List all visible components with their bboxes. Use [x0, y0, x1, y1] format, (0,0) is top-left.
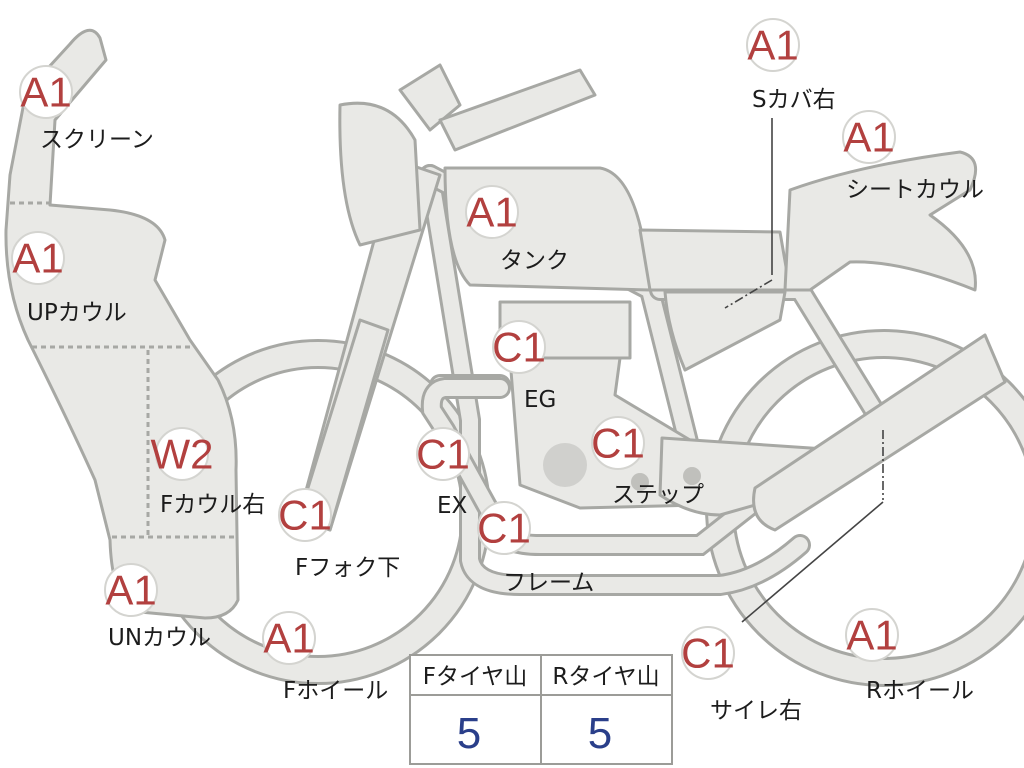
svg-text:A1: A1 [843, 114, 894, 161]
svg-text:C1: C1 [492, 324, 546, 371]
svg-text:C1: C1 [477, 505, 531, 552]
cowl-seams [10, 201, 235, 539]
grade-badge-seat-cowl: A1 [842, 110, 896, 164]
grade-badge-engine: C1 [492, 320, 546, 374]
exhaust-pipe [420, 377, 781, 556]
label-frame: フレーム [503, 570, 594, 596]
grade-badge-f-fork-lower: C1 [278, 488, 332, 542]
grade-badge-un-cowl: A1 [104, 563, 158, 617]
grade-badge-screen: A1 [19, 65, 73, 119]
svg-text:C1: C1 [681, 630, 735, 677]
tire-tread-table: Fタイヤ山 Rタイヤ山 5 5 [409, 654, 673, 765]
front-tread-value: 5 [457, 709, 481, 758]
svg-text:A1: A1 [20, 69, 71, 116]
grade-badge-tank: A1 [465, 185, 519, 239]
label-f-wheel: Fホイール [283, 678, 388, 704]
label-exhaust: EX [437, 493, 468, 519]
label-engine: EG [524, 387, 556, 413]
svg-text:A1: A1 [12, 235, 63, 282]
svg-text:A1: A1 [846, 612, 897, 659]
grade-badge-f-wheel: A1 [262, 611, 316, 665]
svg-text:A1: A1 [747, 22, 798, 69]
label-step: ステップ [612, 482, 704, 508]
label-seat-cowl: シートカウル [846, 177, 984, 203]
svg-text:A1: A1 [105, 567, 156, 614]
svg-text:W2: W2 [151, 431, 214, 478]
side-cover [663, 290, 787, 372]
grade-badge-step: C1 [591, 416, 645, 470]
front-tread-header: Fタイヤ山 [423, 664, 528, 690]
grade-badge-exhaust: C1 [416, 427, 470, 481]
grade-badge-r-wheel: A1 [845, 608, 899, 662]
label-side-cover-right: Sカバ右 [752, 87, 836, 113]
grade-badge-silencer-right: C1 [681, 626, 735, 680]
grade-badge-f-cowl-right: W2 [151, 427, 214, 481]
label-tank: タンク [500, 248, 569, 274]
silencer [752, 333, 1007, 532]
label-silencer-right: サイレ右 [710, 698, 802, 724]
seat [638, 228, 792, 292]
handlebar [338, 63, 597, 247]
label-f-cowl-right: Fカウル右 [160, 492, 265, 518]
front-fork [296, 158, 442, 532]
label-screen: スクリーン [40, 127, 154, 153]
svg-text:A1: A1 [466, 189, 517, 236]
label-f-fork-lower: Fフォク下 [295, 555, 400, 581]
label-r-wheel: Rホイール [866, 678, 974, 704]
rear-tread-header: Rタイヤ山 [552, 664, 659, 690]
leader-silencer [741, 501, 884, 623]
rear-tread-value: 5 [588, 709, 612, 758]
label-up-cowl: UPカウル [27, 300, 127, 326]
svg-text:C1: C1 [278, 492, 332, 539]
svg-text:C1: C1 [591, 420, 645, 467]
grade-badge-frame: C1 [477, 501, 531, 555]
svg-text:C1: C1 [416, 431, 470, 478]
label-un-cowl: UNカウル [108, 625, 211, 651]
grade-badge-side-cover-right: A1 [746, 18, 800, 72]
svg-text:A1: A1 [263, 615, 314, 662]
grade-badge-up-cowl: A1 [11, 231, 65, 285]
seat-cowl [783, 150, 978, 292]
